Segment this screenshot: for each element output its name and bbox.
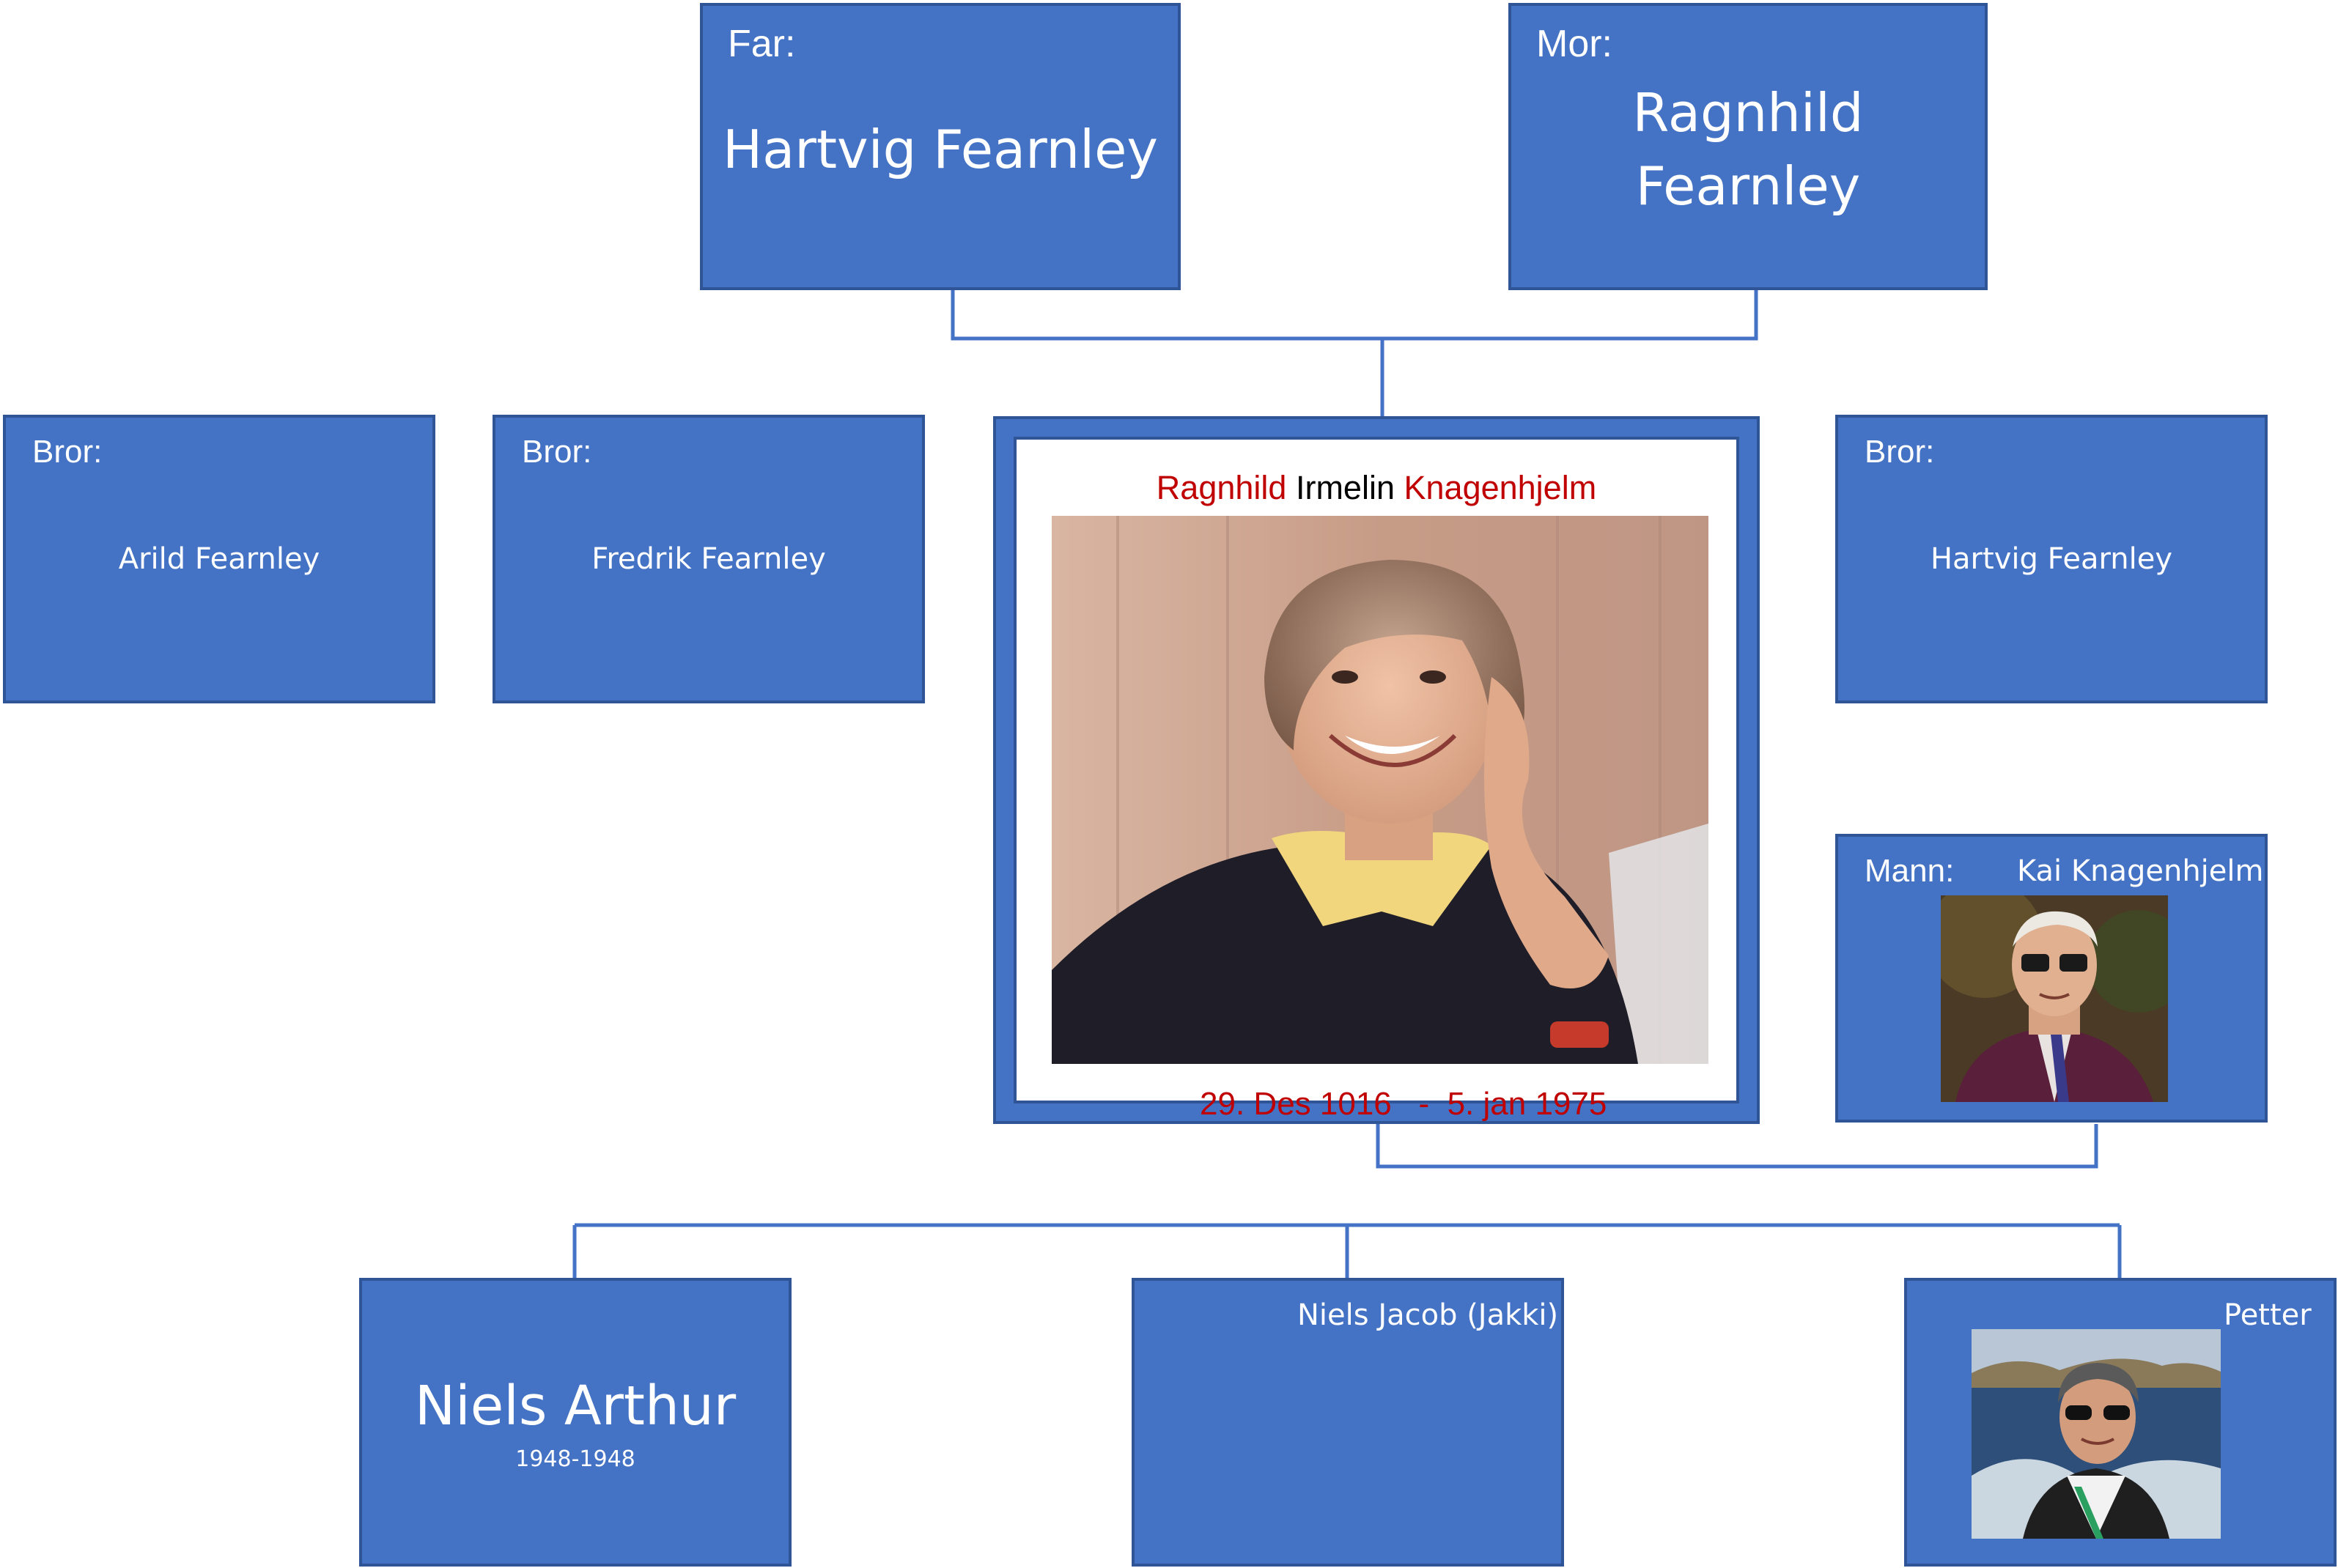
subject-last-name: Knagenhjelm bbox=[1404, 469, 1597, 506]
subject-first-name: Ragnhild bbox=[1156, 469, 1287, 506]
subject-died-date: 5. jan 1975 bbox=[1447, 1086, 1607, 1122]
subject-middle-name: Irmelin bbox=[1295, 469, 1395, 506]
child-name: Niels Jacob (Jakki) bbox=[1297, 1298, 1559, 1332]
mother-box: Mor: Ragnhild Fearnley bbox=[1508, 3, 1988, 290]
sibling-role-label: Bror: bbox=[32, 434, 103, 470]
sibling-box-arild: Bror: Arild Fearnley bbox=[3, 415, 435, 703]
sibling-role-label: Bror: bbox=[1865, 434, 1935, 470]
child-box-petter: Petter bbox=[1904, 1278, 2337, 1567]
date-separator: - bbox=[1418, 1086, 1430, 1122]
spouse-name: Kai Knagenhjelm bbox=[2017, 854, 2264, 888]
spouse-role-label: Mann: bbox=[1865, 853, 1955, 889]
spouse-portrait-photo bbox=[1941, 895, 2168, 1102]
subject-full-name: Ragnhild Irmelin Knagenhjelm bbox=[1017, 469, 1736, 507]
mother-role-label: Mor: bbox=[1536, 23, 1612, 65]
mother-name-line1: Ragnhild bbox=[1632, 82, 1864, 144]
father-box: Far: Hartvig Fearnley bbox=[700, 3, 1181, 290]
mother-name-line2: Fearnley bbox=[1635, 155, 1861, 217]
subject-portrait-photo bbox=[1052, 516, 1708, 1064]
child-name: Niels Arthur bbox=[414, 1375, 737, 1438]
child-box-niels-jacob: Niels Jacob (Jakki) bbox=[1132, 1278, 1564, 1567]
spouse-box: Mann: Kai Knagenhjelm bbox=[1835, 834, 2268, 1123]
sibling-name: Arild Fearnley bbox=[118, 542, 320, 576]
child-name: Petter bbox=[2224, 1298, 2312, 1332]
sibling-name: Hartvig Fearnley bbox=[1930, 542, 2173, 576]
subject-box: Ragnhild Irmelin Knagenhjelm bbox=[993, 416, 1760, 1124]
parents-connector bbox=[951, 290, 1758, 341]
father-name: Hartvig Fearnley bbox=[722, 119, 1159, 180]
sibling-box-fredrik: Bror: Fredrik Fearnley bbox=[493, 415, 925, 703]
child-box-niels-arthur: Niels Arthur 1948-1948 bbox=[359, 1278, 792, 1567]
subject-card: Ragnhild Irmelin Knagenhjelm bbox=[1014, 437, 1739, 1122]
child-years: 1948-1948 bbox=[515, 1446, 635, 1472]
sibling-box-hartvig: Bror: Hartvig Fearnley bbox=[1835, 415, 2268, 703]
child-portrait-photo bbox=[1972, 1329, 2221, 1539]
sibling-name: Fredrik Fearnley bbox=[591, 542, 826, 576]
sibling-role-label: Bror: bbox=[522, 434, 592, 470]
subject-life-dates: 29. Des 1016 - 5. jan 1975 bbox=[1017, 1049, 1736, 1159]
subject-born-date: 29. Des 1016 bbox=[1200, 1086, 1392, 1122]
couple-connector bbox=[1376, 1124, 2098, 1169]
father-role-label: Far: bbox=[728, 23, 796, 65]
